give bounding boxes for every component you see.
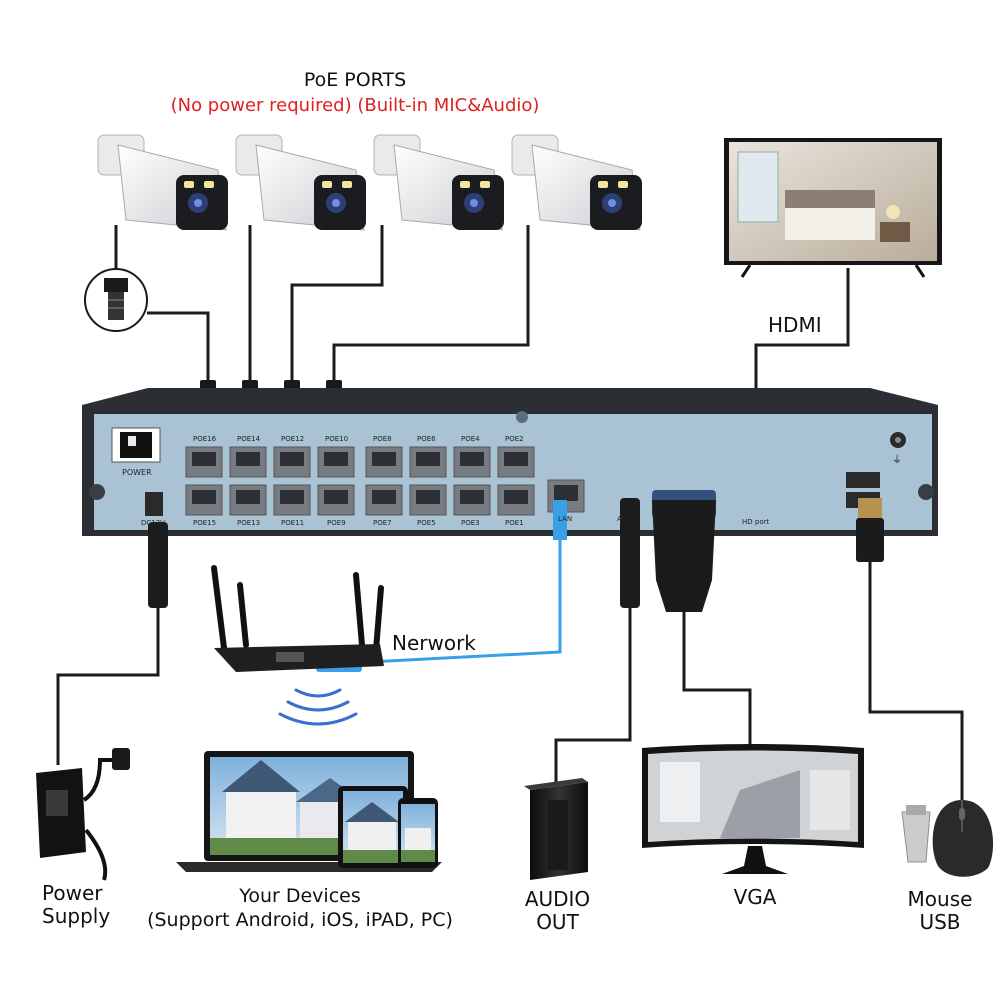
connector-detail-icon: [84, 225, 148, 332]
power-supply-label: Power Supply: [42, 881, 111, 928]
nvr-port-label-top: POE4: [461, 435, 480, 443]
nvr-port-label-bottom: POE15: [193, 519, 217, 527]
audio-cable: [554, 498, 640, 790]
nvr-port-label-top: POE14: [237, 435, 261, 443]
nvr-port-label-bottom: POE3: [461, 519, 480, 527]
devices-label-line1: Your Devices: [239, 885, 361, 907]
nvr-port-label-bottom: POE7: [373, 519, 392, 527]
nvr-port-label-top: POE16: [193, 435, 217, 443]
camera-icon: [511, 134, 642, 231]
nvr-port-label-top: POE10: [325, 435, 349, 443]
nvr-port-label-bottom: POE1: [505, 519, 524, 527]
devices-label-line2: (Support Android, iOS, iPAD, PC): [147, 909, 453, 931]
power-cable: [56, 522, 168, 765]
svg-text:⏚: ⏚: [892, 454, 902, 466]
vga-label: VGA: [733, 885, 777, 909]
hdmi-cable: [754, 268, 850, 395]
mouse-usb-label: Mouse USB: [907, 887, 973, 934]
router-icon: [211, 565, 384, 672]
nvr-port-label-bottom: POE9: [327, 519, 346, 527]
nvr-port-label-top: POE12: [281, 435, 305, 443]
nvr-port-label-bottom: POE13: [237, 519, 261, 527]
usb-cable: [856, 498, 964, 800]
nvr-power-label: POWER: [122, 468, 152, 477]
nvr-port-label-top: POE2: [505, 435, 524, 443]
mouse-icon: [932, 800, 994, 877]
usb-drive-icon: [901, 805, 931, 863]
nvr-lan-label: LAN: [558, 515, 573, 523]
nvr-port-label-top: POE8: [373, 435, 392, 443]
nvr-port-label-top: POE6: [417, 435, 436, 443]
wifi-icon: [278, 688, 358, 726]
hdmi-label: HDMI: [768, 313, 822, 337]
nvr-audio-label: AUDIO: [617, 515, 640, 523]
monitor-icon: [642, 744, 864, 874]
camera-icon: [373, 134, 504, 231]
tablet-icon: [338, 786, 408, 868]
power-adapter-icon: [36, 748, 130, 881]
nvr-hd-port-label: HD port: [742, 518, 770, 526]
tv-icon: [724, 138, 942, 278]
title-poe-ports: PoE PORTS: [303, 69, 407, 91]
camera-icon: [97, 134, 228, 231]
phone-icon: [398, 798, 438, 868]
title-power-note: (No power required) (Built-in MIC&Audio): [170, 95, 540, 116]
nvr-icon: ⏚: [82, 388, 938, 536]
vga-cable: [652, 500, 752, 745]
audio-out-label: AUDIO OUT: [524, 887, 591, 934]
speaker-icon: [524, 778, 588, 880]
nvr-port-label-bottom: POE11: [281, 519, 305, 527]
nvr-port-label-bottom: POE5: [417, 519, 436, 527]
nvr-dc-label: DC12V: [141, 519, 165, 527]
camera-icon: [235, 134, 366, 231]
network-label: Nerwork: [392, 631, 476, 655]
camera-cables: [147, 225, 530, 385]
